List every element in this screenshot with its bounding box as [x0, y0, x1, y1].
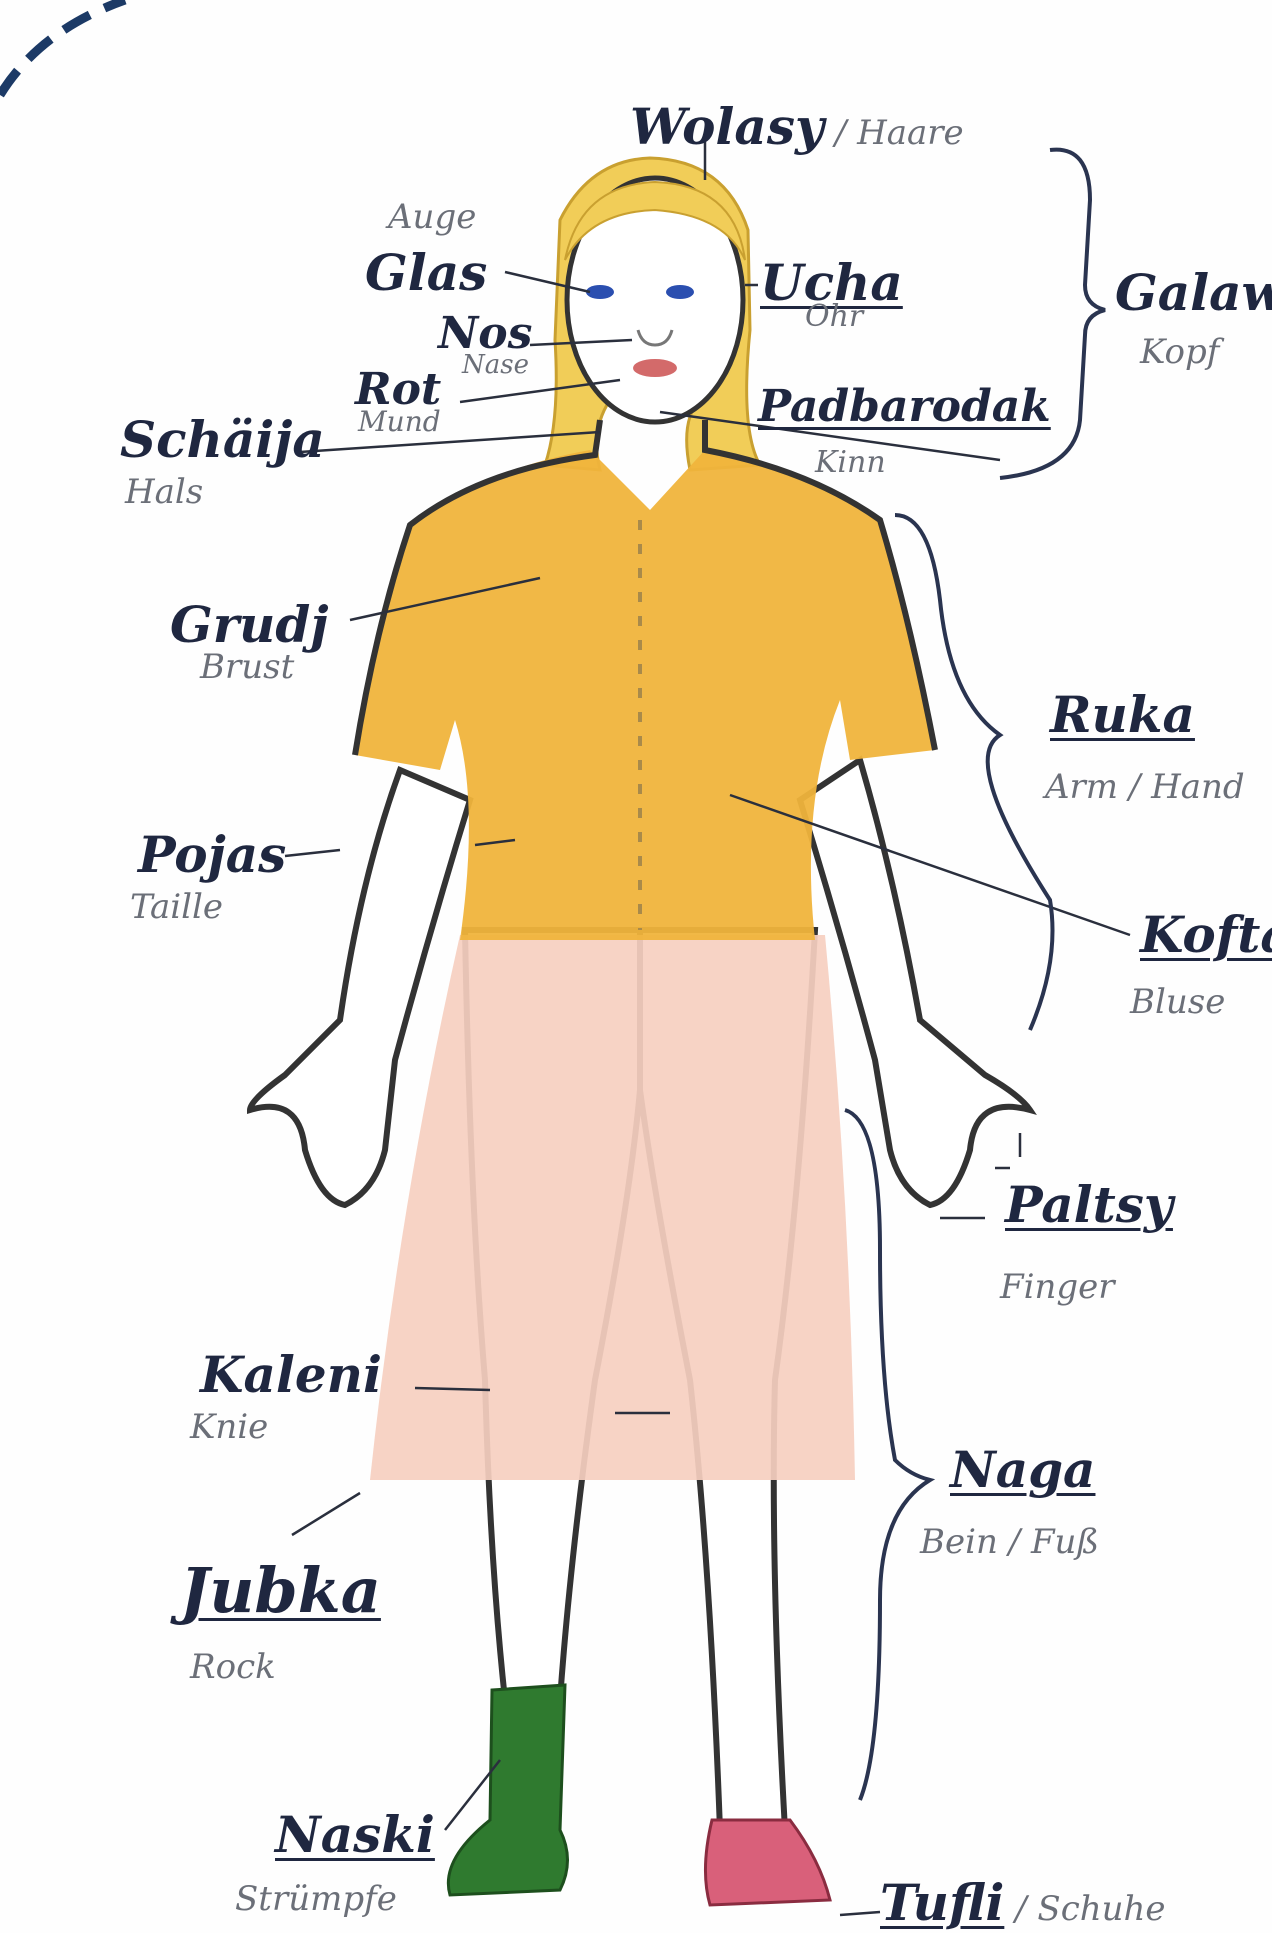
label-tufli: Tufli / Schuhe: [880, 1878, 1166, 1928]
word-glas: Glas: [365, 248, 487, 298]
translation-jubka: Rock: [190, 1650, 276, 1684]
translation-wolasy: Haare: [857, 113, 964, 153]
translation-naga: Bein / Fuß: [920, 1525, 1099, 1559]
word-schaija: Schäija: [120, 415, 325, 465]
word-naga: Naga: [950, 1445, 1095, 1495]
word-pojas: Pojas: [138, 830, 286, 880]
left-eye: [586, 285, 614, 299]
word-ruka: Ruka: [1050, 690, 1195, 740]
skirt-shape: [370, 935, 855, 1480]
corner-dashed-arc: [0, 0, 125, 95]
word-naski: Naski: [275, 1810, 435, 1860]
translation-grudj: Brust: [200, 650, 294, 684]
word-jubka: Jubka: [180, 1560, 381, 1622]
translation-naski: Strümpfe: [235, 1882, 397, 1916]
word-grudj: Grudj: [170, 600, 328, 650]
word-kaleni: Kaleni: [200, 1350, 382, 1400]
translation-padbarodak: Kinn: [815, 448, 886, 478]
translation-ruka: Arm / Hand: [1045, 770, 1245, 804]
lips: [633, 359, 677, 377]
translation-nos: Nase: [462, 352, 529, 378]
translation-schaija: Hals: [125, 475, 203, 509]
right-eye: [666, 285, 694, 299]
word-kofta: Kofta: [1140, 910, 1272, 960]
translation-pojas: Taille: [130, 890, 223, 924]
translation-kofta: Bluse: [1130, 985, 1225, 1019]
translation-kaleni: Knie: [190, 1410, 268, 1444]
translation-rot: Mund: [358, 408, 441, 436]
word-galawa: Galawa: [1115, 268, 1272, 318]
label-wolasy: Wolasy / Haare: [630, 102, 964, 152]
translation-galawa: Kopf: [1140, 335, 1219, 369]
shoes-shape: [705, 1820, 830, 1905]
stockings-shape: [448, 1685, 567, 1895]
translation-ucha: Ohr: [805, 302, 863, 332]
word-wolasy: Wolasy: [630, 97, 824, 156]
word-padbarodak: Padbarodak: [758, 385, 1051, 429]
translation-glas: Auge: [388, 200, 476, 234]
word-tufli: Tufli: [880, 1873, 1004, 1932]
translation-paltsy: Finger: [1000, 1270, 1115, 1304]
translation-tufli: Schuhe: [1037, 1889, 1165, 1929]
word-paltsy: Paltsy: [1005, 1180, 1173, 1230]
